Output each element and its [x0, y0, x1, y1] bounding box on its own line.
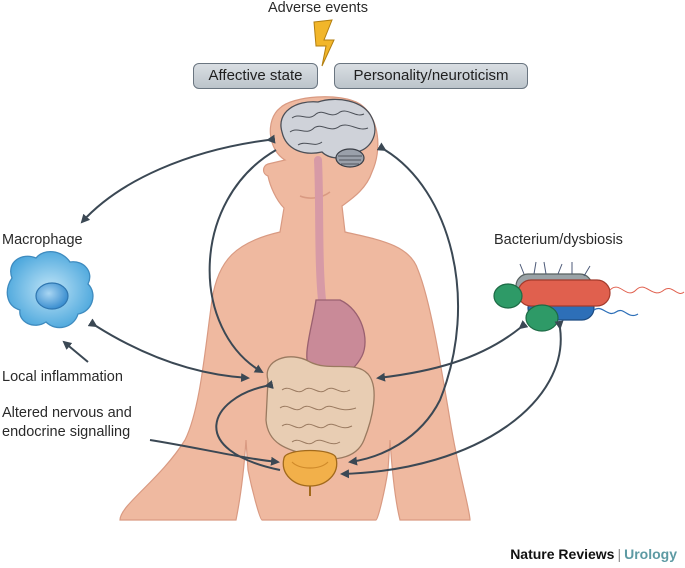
arrow-signalling-bladder	[149, 439, 280, 466]
arrow-macrophage-gut	[87, 318, 250, 383]
green-bacterium-2	[525, 304, 559, 332]
arrow-local-inflammation	[62, 340, 89, 363]
green-bacterium-1	[493, 283, 523, 309]
journal-section: Urology	[624, 546, 677, 562]
arrow-brain-macrophage	[80, 134, 276, 224]
affective-state-box: Affective state	[193, 63, 318, 89]
arrow-bacteria-bladder	[340, 320, 564, 479]
local-inflammation-label: Local inflammation	[2, 369, 123, 385]
bladder	[282, 449, 338, 496]
altered-signalling-label-line2: endocrine signalling	[2, 424, 131, 440]
red-bacterium	[517, 279, 611, 307]
journal-name: Nature Reviews	[510, 546, 615, 562]
personality-box: Personality/neuroticism	[334, 63, 528, 89]
lightning-bolt-icon	[313, 19, 335, 67]
credit-separator: |	[617, 546, 622, 562]
macrophage-cell	[6, 251, 94, 329]
adverse-events-label: Adverse events	[268, 0, 368, 16]
macrophage-label: Macrophage	[2, 232, 83, 248]
intestines	[265, 356, 375, 460]
arrow-gut-bladder	[215, 380, 281, 471]
altered-signalling-label-line1: Altered nervous and	[2, 405, 132, 421]
bacteria-cluster	[493, 261, 685, 332]
macrophage-nucleus	[35, 282, 69, 310]
journal-credit: Nature Reviews|Urology	[510, 546, 677, 562]
bacterium-label: Bacterium/dysbiosis	[494, 232, 623, 248]
arrows	[62, 134, 564, 479]
